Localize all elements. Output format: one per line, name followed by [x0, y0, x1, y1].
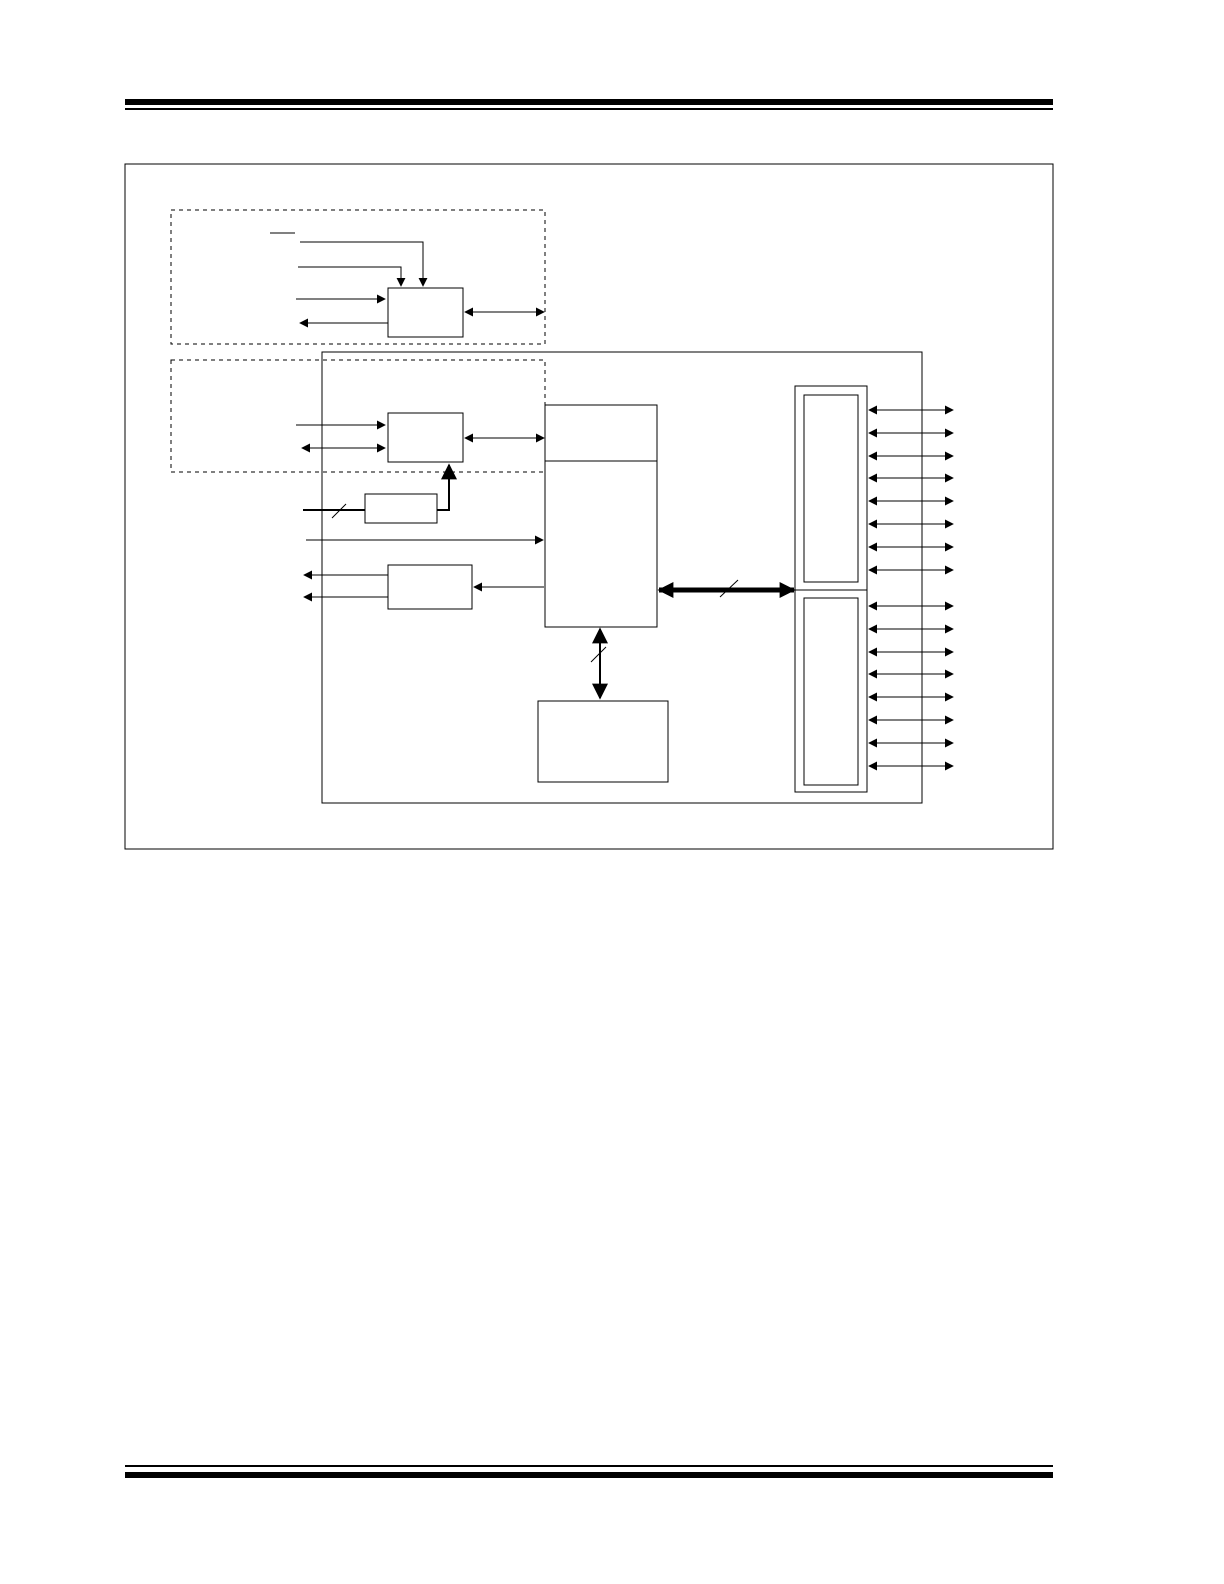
- input-line-2: [298, 266, 406, 287]
- block-small: [364, 493, 438, 524]
- io-port-a: [803, 394, 859, 583]
- block-top: [387, 287, 464, 338]
- footer-rule-thick: [125, 1472, 1053, 1478]
- input-line-1: [300, 241, 428, 287]
- dashed-region-middle: [170, 359, 546, 473]
- chip-boundary: [321, 351, 923, 804]
- bus-slash-2: [590, 646, 607, 663]
- port-pins: [868, 405, 954, 771]
- figure-frame: [124, 163, 1054, 850]
- bus-slash-3: [719, 579, 739, 598]
- block-core: [544, 404, 658, 628]
- io-port-b: [803, 597, 859, 786]
- header-rule-thick: [125, 99, 1053, 105]
- block-middle: [387, 412, 464, 463]
- footer-rule-thin: [125, 1465, 1053, 1467]
- small-block-to-middle: [437, 463, 457, 511]
- dashed-region-top: [170, 209, 546, 345]
- block-bottom: [537, 700, 669, 783]
- bus-slash-1: [331, 503, 347, 519]
- header-rule-thin: [125, 108, 1053, 110]
- block-output: [387, 564, 473, 610]
